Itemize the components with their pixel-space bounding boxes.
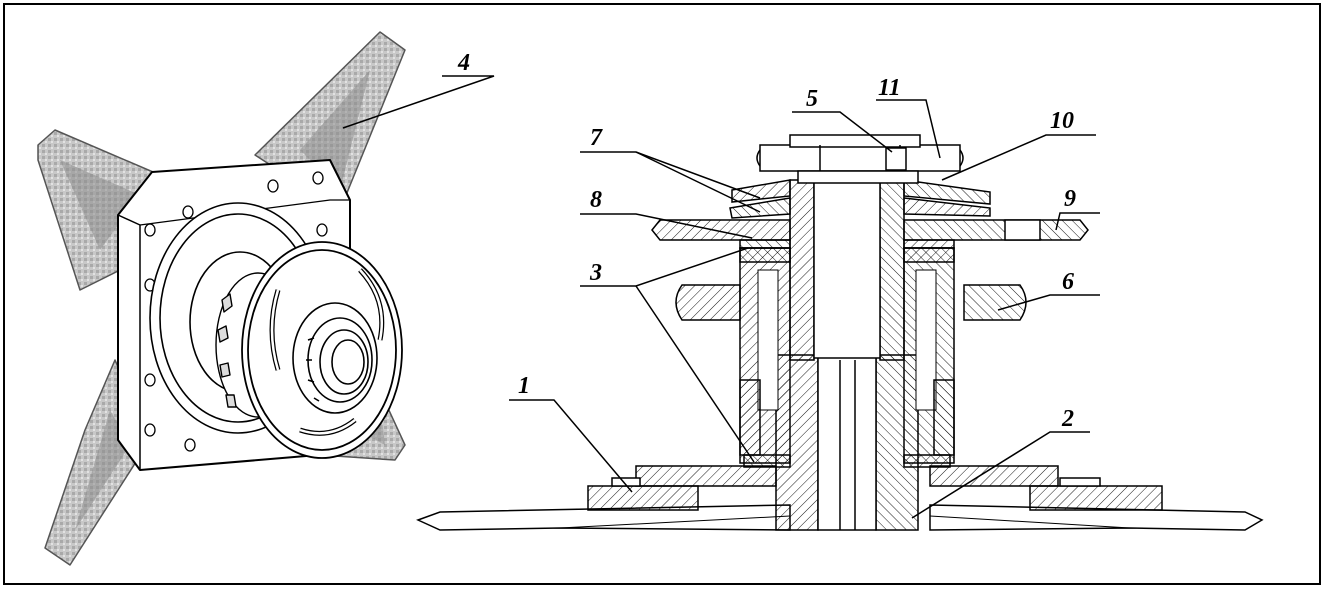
hub-nut bbox=[292, 302, 378, 414]
callout-1: 1 bbox=[518, 373, 530, 399]
spring-washer bbox=[729, 179, 991, 219]
callout-5: 5 bbox=[806, 86, 818, 112]
bushing-stack bbox=[739, 247, 955, 468]
cutter-disc bbox=[416, 504, 1264, 531]
callout-6: 6 bbox=[1062, 269, 1074, 295]
isometric-view bbox=[37, 31, 406, 566]
callout-2: 2 bbox=[1061, 406, 1074, 432]
callout-9: 9 bbox=[1064, 186, 1076, 212]
callout-4: 4 bbox=[457, 50, 470, 76]
washer bbox=[739, 239, 955, 249]
callout-8: 8 bbox=[590, 187, 602, 213]
base-flange bbox=[587, 465, 1163, 511]
callout-3: 3 bbox=[589, 260, 602, 286]
callout-7: 7 bbox=[590, 125, 603, 151]
sectional-view bbox=[416, 134, 1264, 531]
callout-11: 11 bbox=[878, 75, 901, 101]
top-nut bbox=[756, 134, 964, 184]
shaft-housing bbox=[775, 179, 919, 531]
callouts: 4 5 11 7 10 8 9 3 6 1 2 bbox=[457, 50, 1076, 432]
bolt-head bbox=[675, 284, 1027, 456]
callout-10: 10 bbox=[1050, 108, 1074, 134]
leader-lines bbox=[342, 75, 1100, 519]
